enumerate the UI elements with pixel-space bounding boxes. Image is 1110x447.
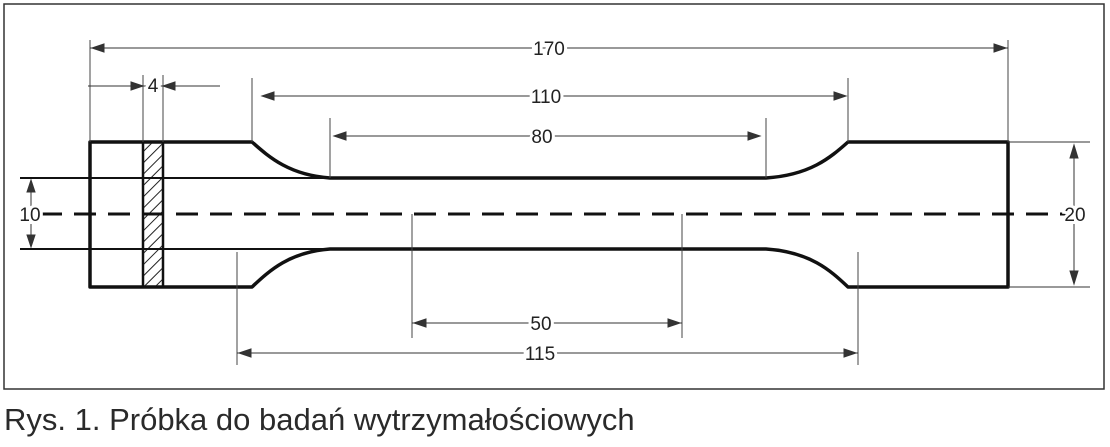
dimension-line-4 — [88, 81, 220, 91]
dimension-line-20 — [1069, 143, 1079, 286]
dimension-line-50 — [412, 318, 682, 328]
figure-border — [3, 3, 1105, 390]
dimension-label-110: 110 — [531, 87, 561, 108]
dimension-line-115 — [237, 348, 858, 358]
dimension-line-110 — [260, 91, 848, 101]
extension-lines — [89, 40, 1009, 365]
dimension-label-80: 80 — [531, 127, 552, 148]
dimension-label-115: 115 — [525, 344, 555, 365]
dimension-label-170: 170 — [533, 39, 565, 60]
drawing-frame: 170 4 110 80 50 115 10 — [3, 3, 1105, 390]
dimension-line-170 — [90, 43, 1008, 53]
figure-caption: Rys. 1. Próbka do badań wytrzymałościowy… — [4, 402, 635, 437]
dimension-line-80 — [332, 131, 762, 141]
dimension-label-20: 20 — [1064, 205, 1085, 226]
dimension-label-4: 4 — [148, 76, 159, 97]
dimension-label-50: 50 — [530, 314, 551, 335]
dimension-label-10: 10 — [19, 205, 40, 226]
dimension-line-10 — [26, 178, 36, 249]
